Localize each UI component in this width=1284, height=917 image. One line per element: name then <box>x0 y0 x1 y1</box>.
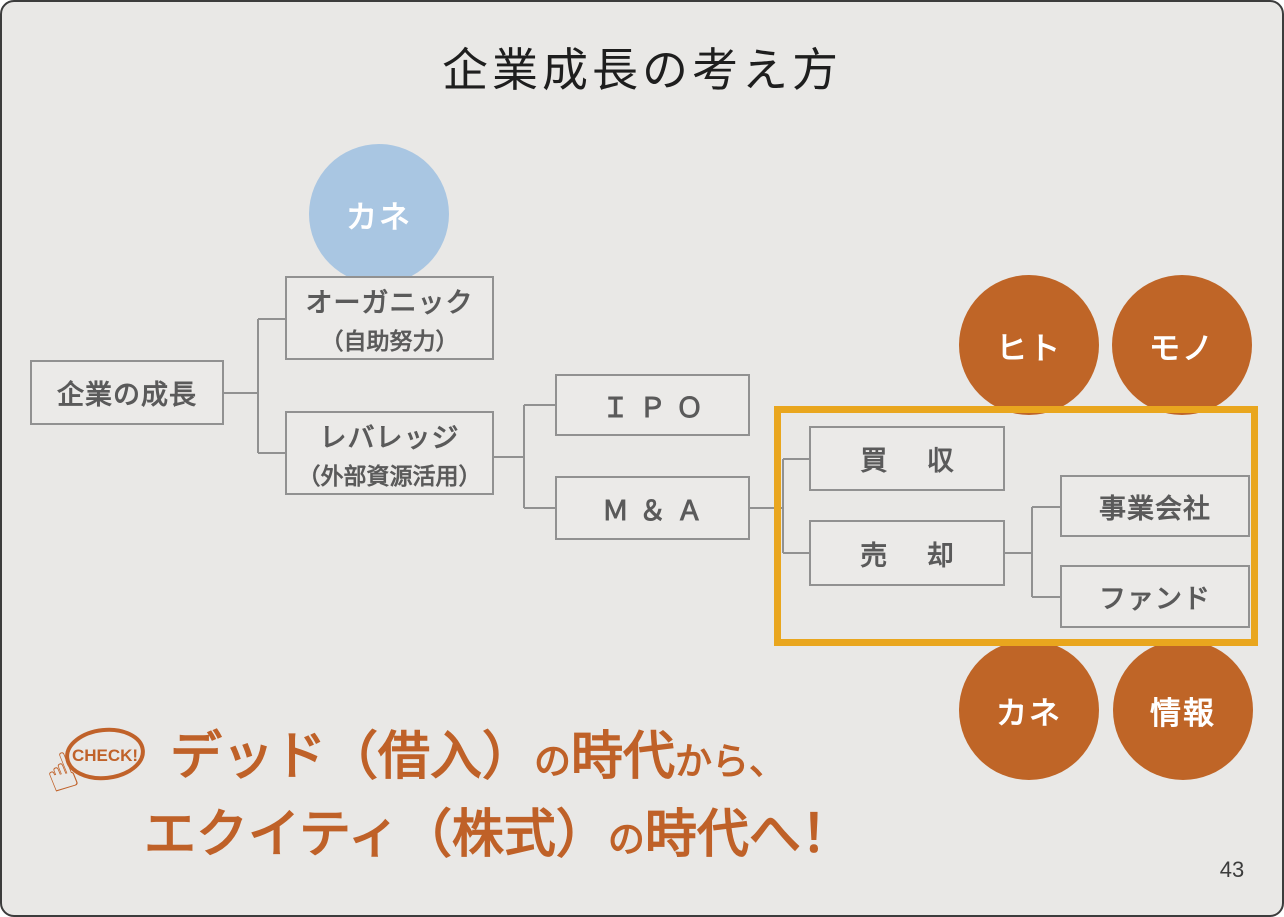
node-ma: Ｍ＆Ａ <box>555 476 750 540</box>
page-number: 43 <box>1219 857 1245 882</box>
highlight-frame <box>774 406 1258 646</box>
node-ma-label: Ｍ＆Ａ <box>602 495 713 526</box>
node-fund: ファンド <box>1060 565 1250 628</box>
circle-money-blue-label: カネ <box>346 199 412 235</box>
node-leverage-sublabel: （外部資源活用） <box>297 462 482 489</box>
callout-line1-seg4: から、 <box>675 741 787 782</box>
callout-line1-seg3: 時代 <box>571 728 676 786</box>
node-sale: 売 却 <box>809 520 1005 586</box>
circle-joho-label: 情報 <box>1150 695 1216 731</box>
callout-line2-seg3: 時代へ！ <box>644 806 853 864</box>
page-title: 企業成長の考え方 <box>442 44 842 96</box>
node-ipo-label: ＩＰＯ <box>602 392 713 423</box>
circle-money-blue: カネ <box>309 144 449 284</box>
circle-hito: ヒト <box>959 275 1099 415</box>
node-leverage-label: レバレッジ <box>319 422 460 453</box>
check-badge-label: CHECK! <box>72 746 138 765</box>
node-organic: オーガニック （自助努力） <box>285 276 494 360</box>
node-operating-company: 事業会社 <box>1060 475 1250 537</box>
callout-line-2: エクイティ（株式）の時代へ！ <box>144 792 853 867</box>
node-organic-label: オーガニック <box>305 287 474 318</box>
callout-line2-seg2: の <box>607 819 645 860</box>
check-badge: CHECK! <box>65 727 145 781</box>
circle-mono: モノ <box>1112 275 1252 415</box>
circle-hito-label: ヒト <box>996 330 1062 366</box>
callout-line2-seg1: エクイティ（株式） <box>144 806 608 864</box>
circle-kane-label: カネ <box>996 695 1062 731</box>
node-fund-label: ファンド <box>1099 584 1211 614</box>
node-sale-label: 売 却 <box>860 540 970 571</box>
circle-joho: 情報 <box>1113 640 1253 780</box>
node-corporate-growth: 企業の成長 <box>30 360 224 425</box>
node-leverage: レバレッジ （外部資源活用） <box>285 411 494 495</box>
node-ipo: ＩＰＯ <box>555 374 750 436</box>
callout-line1-seg1: デッド（借入） <box>170 728 535 786</box>
node-acquisition: 買 収 <box>809 426 1005 491</box>
node-operating-company-label: 事業会社 <box>1099 493 1211 524</box>
circle-mono-label: モノ <box>1149 330 1215 366</box>
callout-line-1: デッド（借入）の時代から、 <box>170 714 786 789</box>
node-organic-sublabel: （自助努力） <box>320 327 459 354</box>
callout-line1-seg2: の <box>534 741 572 782</box>
circle-kane: カネ <box>959 640 1099 780</box>
node-acquisition-label: 買 収 <box>860 446 970 476</box>
node-corporate-growth-label: 企業の成長 <box>57 380 197 410</box>
